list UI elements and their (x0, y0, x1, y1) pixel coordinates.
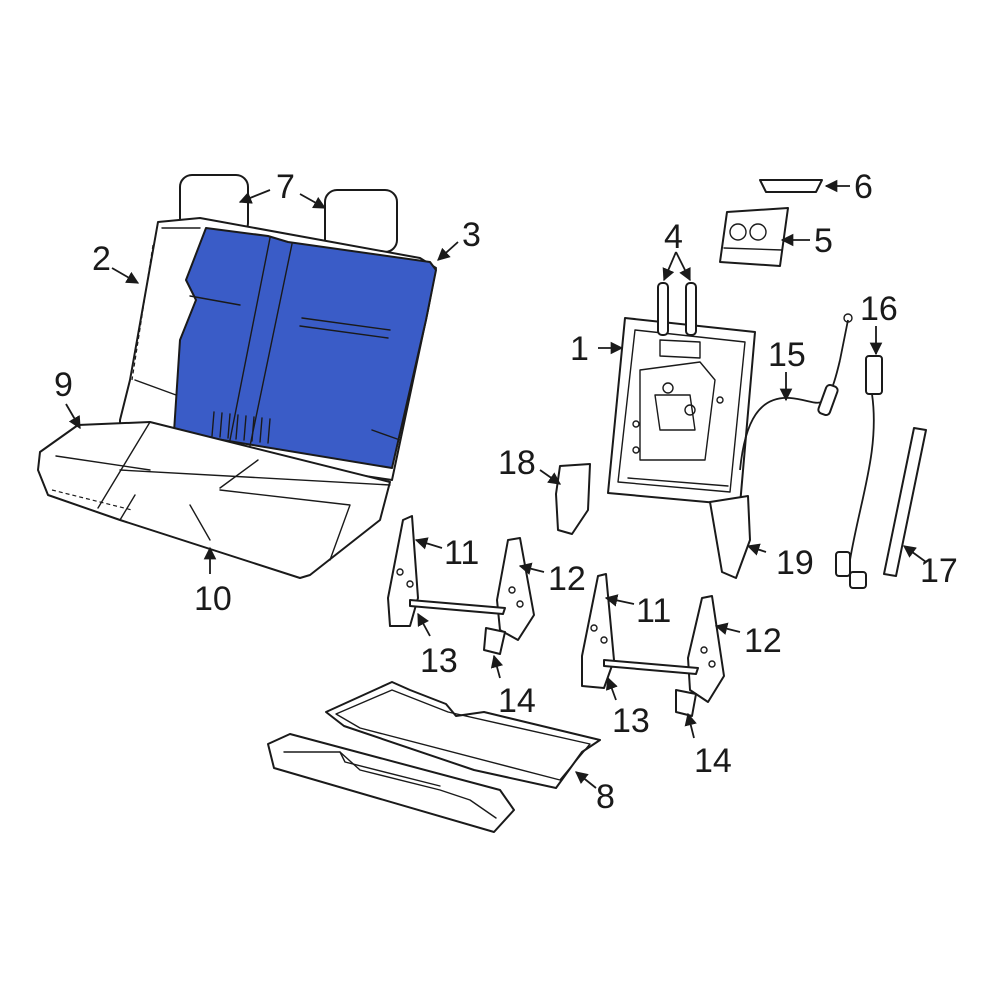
headrest-guide-left (657, 282, 669, 336)
rear-seat-assembly (37, 174, 437, 579)
callout-15: 15 (768, 336, 806, 374)
callout-labels: 7 2 3 9 10 4 1 6 5 15 16 17 18 19 11 12 … (54, 168, 958, 816)
floor-panel (325, 681, 601, 789)
hinge-bracket-set-left (387, 515, 535, 655)
callout-13-b: 13 (612, 702, 650, 740)
hinge-bracket-set-right (581, 573, 725, 717)
callout-19: 19 (776, 544, 814, 582)
seat-back-frame (607, 282, 756, 506)
callout-7: 7 (276, 168, 295, 206)
callout-6: 6 (854, 168, 873, 206)
bracket-19 (709, 495, 751, 579)
callout-9: 9 (54, 366, 73, 404)
callout-13-a: 13 (420, 642, 458, 680)
armrest-lid (759, 179, 823, 193)
callout-12-a: 12 (548, 560, 586, 598)
callout-14-a: 14 (498, 682, 536, 720)
callout-14-b: 14 (694, 742, 732, 780)
callout-2: 2 (92, 240, 111, 278)
armrest-cupholder (719, 207, 789, 267)
callout-11-b: 11 (636, 592, 671, 630)
headrest-guide-right (685, 282, 697, 336)
callout-10: 10 (194, 580, 232, 618)
trim-strip (883, 427, 927, 577)
leader-lines (65, 179, 927, 789)
seat-back-pleats (211, 411, 271, 444)
callout-11-a: 11 (444, 534, 479, 572)
callout-18: 18 (498, 444, 536, 482)
bracket-18 (555, 463, 591, 535)
seat-back-cover-highlight (173, 227, 437, 469)
callout-16: 16 (860, 290, 898, 328)
callout-3: 3 (462, 216, 481, 254)
callout-17: 17 (920, 552, 958, 590)
lower-cover (267, 733, 515, 833)
callout-8: 8 (596, 778, 615, 816)
callout-12-b: 12 (744, 622, 782, 660)
wiring-harness (835, 355, 883, 589)
callout-1: 1 (570, 330, 589, 368)
callout-4: 4 (664, 218, 683, 256)
callout-5: 5 (814, 222, 833, 260)
